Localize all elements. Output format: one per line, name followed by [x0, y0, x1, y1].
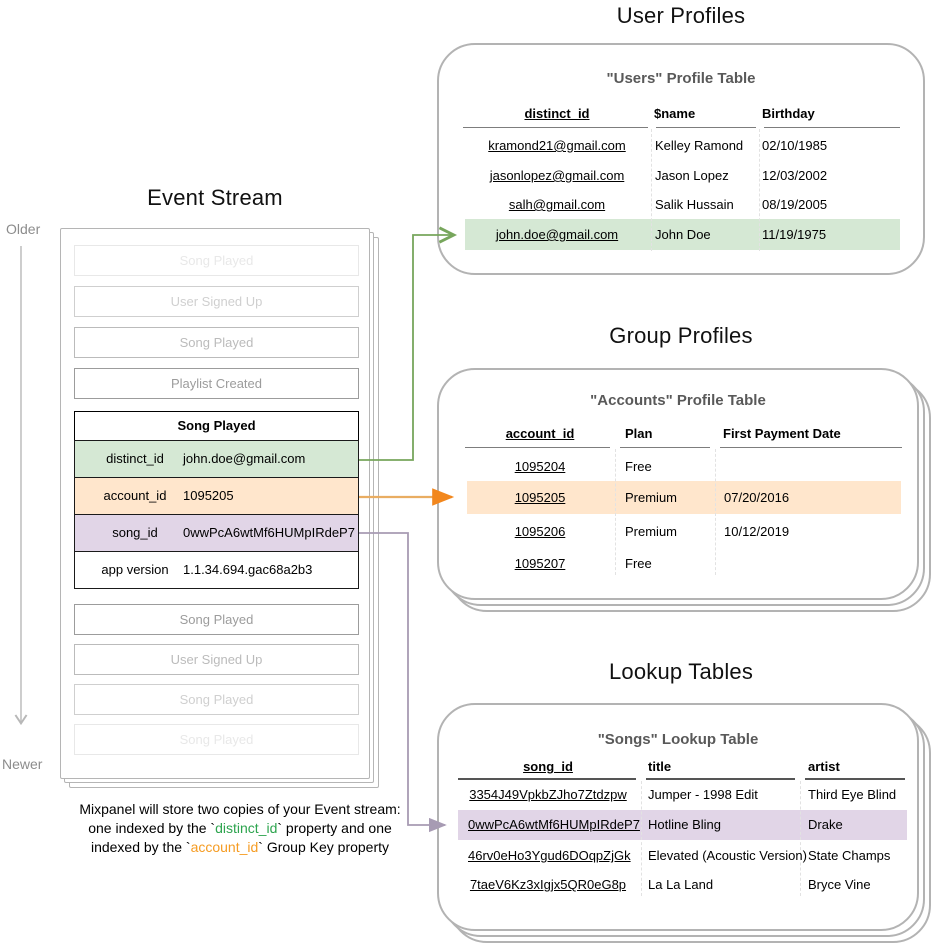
- songs-header-rule: [805, 778, 905, 780]
- songs-cell-title: Jumper - 1998 Edit: [648, 787, 758, 802]
- users-cell-name: Jason Lopez: [655, 168, 729, 183]
- newer-label: Newer: [2, 756, 43, 772]
- songs-col-song-id: song_id: [523, 759, 573, 774]
- users-cell-name: John Doe: [655, 227, 711, 242]
- users-cell-name: Salik Hussain: [655, 197, 734, 212]
- event-item: Song Played: [74, 327, 359, 358]
- users-cell-birthday: 12/03/2002: [762, 168, 828, 183]
- event-property-row-song-id: song_id 0wwPcA6wtMf6HUMpIRdeP7: [74, 514, 359, 552]
- users-col-name: $name: [654, 106, 696, 121]
- users-header-rule: [463, 127, 648, 128]
- accounts-cell-plan: Premium: [625, 524, 678, 539]
- event-property-row-account-id: account_id 1095205: [74, 477, 359, 515]
- songs-cell-id: 0wwPcA6wtMf6HUMpIRdeP7: [468, 817, 640, 832]
- songs-cell-artist: Third Eye Blind: [808, 787, 897, 802]
- users-cell-birthday: 11/19/1975: [762, 227, 827, 242]
- property-key: song_id: [112, 525, 158, 540]
- songs-col-title: title: [648, 759, 672, 774]
- accounts-column-separator: [615, 449, 616, 575]
- accounts-cell-plan: Free: [625, 556, 652, 571]
- users-header-rule: [656, 127, 756, 128]
- users-cell-name: Kelley Ramond: [655, 138, 744, 153]
- users-col-distinct-id: distinct_id: [524, 106, 590, 121]
- users-cell-id: kramond21@gmail.com: [488, 138, 626, 153]
- lookup-tables-title: Lookup Tables: [608, 659, 754, 684]
- accounts-cell-id: 1095204: [514, 459, 566, 474]
- songs-col-artist: artist: [808, 759, 840, 774]
- accounts-highlight-row: [467, 481, 901, 514]
- accounts-cell-plan: Free: [625, 459, 652, 474]
- event-property-row-distinct-id: distinct_id john.doe@gmail.com: [74, 440, 359, 478]
- accounts-header-rule: [465, 447, 610, 448]
- property-value: 0wwPcA6wtMf6HUMpIRdeP7: [183, 525, 355, 540]
- songs-cell-id: 7taeV6Kz3xIgjx5QR0eG8p: [469, 877, 627, 892]
- songs-cell-title: La La Land: [648, 877, 714, 892]
- users-table-title: "Users" Profile Table: [606, 70, 756, 87]
- users-cell-id: john.doe@gmail.com: [495, 227, 619, 242]
- older-label: Older: [6, 221, 41, 237]
- songs-header-rule: [458, 778, 636, 780]
- property-key: app version: [101, 562, 169, 577]
- accounts-col-plan: Plan: [625, 426, 653, 441]
- accounts-header-rule: [720, 447, 902, 448]
- event-item: Song Played: [74, 245, 359, 276]
- accounts-cell-id: 1095206: [514, 524, 566, 539]
- users-column-separator: [759, 129, 760, 251]
- songs-cell-id: 3354J49VpkbZJho7Ztdzpw: [469, 787, 627, 802]
- expanded-event-header: Song Played: [74, 411, 359, 441]
- group-profiles-title: Group Profiles: [609, 323, 753, 348]
- event-stream-title: Event Stream: [147, 185, 283, 210]
- accounts-column-separator: [715, 449, 716, 575]
- users-cell-id: salh@gmail.com: [508, 197, 606, 212]
- user-profiles-title: User Profiles: [616, 3, 746, 28]
- accounts-cell-plan: Premium: [625, 490, 678, 505]
- property-key: account_id: [103, 488, 167, 503]
- songs-cell-title: Elevated (Acoustic Version): [648, 848, 807, 863]
- caption-line1: Mixpanel will store two copies of your E…: [79, 801, 401, 817]
- property-value: 1095205: [183, 488, 234, 503]
- event-item: Song Played: [74, 724, 359, 755]
- accounts-cell-first-payment: 10/12/2019: [724, 524, 790, 539]
- event-item: Song Played: [74, 684, 359, 715]
- property-value: 1.1.34.694.gac68a2b3: [183, 562, 313, 577]
- caption-distinct-id-token: distinct_id: [215, 820, 278, 836]
- users-column-separator: [651, 129, 652, 251]
- accounts-cell-id: 1095205: [514, 490, 566, 505]
- accounts-cell-id: 1095207: [514, 556, 566, 571]
- accounts-header-rule: [620, 447, 710, 448]
- users-col-birthday: Birthday: [762, 106, 815, 121]
- songs-cell-title: Hotline Bling: [648, 817, 721, 832]
- event-item: User Signed Up: [74, 286, 359, 317]
- event-item: User Signed Up: [74, 644, 359, 675]
- event-item: Song Played: [74, 604, 359, 635]
- songs-table-title: "Songs" Lookup Table: [597, 731, 759, 748]
- songs-column-separator: [800, 781, 801, 896]
- users-header-rule: [764, 127, 900, 128]
- songs-highlight-row: [458, 810, 907, 840]
- accounts-col-first-payment: First Payment Date: [723, 426, 841, 441]
- property-key: distinct_id: [106, 451, 164, 466]
- event-property-row-app-version: app version 1.1.34.694.gac68a2b3: [74, 551, 359, 589]
- songs-cell-artist: Bryce Vine: [808, 877, 871, 892]
- accounts-table-title: "Accounts" Profile Table: [590, 392, 766, 409]
- property-value: john.doe@gmail.com: [183, 451, 306, 466]
- caption: Mixpanel will store two copies of your E…: [79, 801, 401, 855]
- users-highlight-row: [465, 219, 900, 250]
- songs-header-rule: [646, 778, 795, 780]
- songs-cell-id: 46rv0eHo3Ygud6DOqpZjGk: [468, 848, 631, 863]
- caption-account-id-token: account_id: [190, 839, 259, 855]
- accounts-cell-first-payment: 07/20/2016: [724, 490, 790, 505]
- users-cell-birthday: 08/19/2005: [762, 197, 828, 212]
- users-cell-birthday: 02/10/1985: [762, 138, 828, 153]
- users-cell-id: jasonlopez@gmail.com: [489, 168, 625, 183]
- songs-cell-artist: State Champs: [808, 848, 891, 863]
- songs-column-separator: [641, 781, 642, 896]
- accounts-col-account-id: account_id: [505, 426, 575, 441]
- songs-cell-artist: Drake: [808, 817, 843, 832]
- event-item: Playlist Created: [74, 368, 359, 399]
